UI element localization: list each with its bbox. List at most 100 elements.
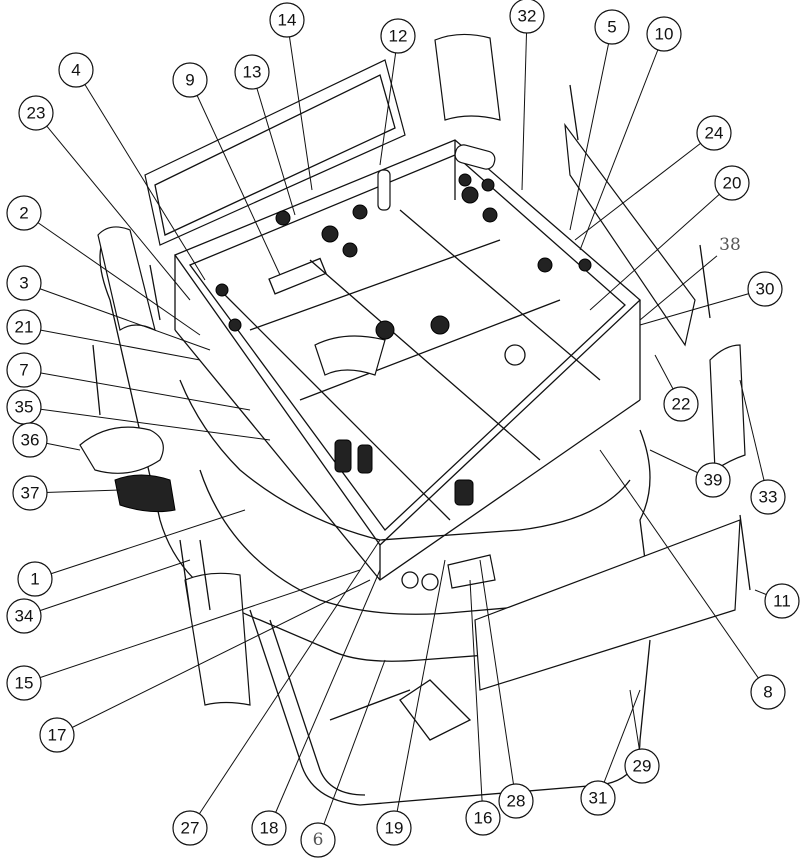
- callout-number: 21: [15, 318, 34, 337]
- callout-9: 9: [172, 62, 208, 98]
- equipment-frame: [173, 139, 641, 581]
- callout-number: 3: [19, 274, 28, 293]
- callout-number: 1: [30, 570, 39, 589]
- leader-line-33: [739, 379, 769, 498]
- callout-2: 2: [6, 195, 42, 231]
- callout-circle: [714, 165, 750, 201]
- callout-number: 28: [507, 792, 526, 811]
- callout-38: 38: [713, 228, 747, 262]
- callout-19: 19: [376, 810, 412, 846]
- callout-circle: [747, 271, 783, 307]
- callout-circle: [39, 717, 75, 753]
- callout-number: 31: [589, 789, 608, 808]
- leader-line-4: [75, 69, 206, 281]
- callout-22: 22: [663, 386, 699, 422]
- callout-15: 15: [6, 665, 42, 701]
- callout-number: 8: [763, 683, 772, 702]
- callout-circle: [695, 462, 731, 498]
- callout-number: 33: [759, 488, 778, 507]
- leader-line-34: [23, 559, 191, 617]
- leader-line-6: [317, 659, 386, 841]
- leader-line-30: [639, 288, 766, 326]
- callout-number: 7: [19, 361, 28, 380]
- callout-circle: [6, 352, 42, 388]
- leader-line-3: [23, 282, 211, 351]
- callout-circle: [12, 422, 48, 458]
- callout-28: 28: [498, 783, 534, 819]
- callout-8: 8: [750, 674, 786, 710]
- callout-number: 12: [389, 27, 408, 46]
- callout-number: 14: [278, 11, 297, 30]
- callout-33: 33: [750, 479, 786, 515]
- leader-line-32: [521, 15, 528, 191]
- leader-line-27: [189, 539, 381, 829]
- leader-line-15: [23, 569, 361, 684]
- leader-line-2: [23, 212, 201, 336]
- callout-number: 20: [723, 174, 742, 193]
- callout-12: 12: [380, 18, 416, 54]
- callout-circle: [498, 783, 534, 819]
- leader-line-24: [574, 132, 715, 241]
- leader-line-35: [23, 406, 271, 441]
- callout-circle: [663, 386, 699, 422]
- callout-number: 35: [15, 398, 34, 417]
- callout-37: 37: [12, 475, 48, 511]
- callout-number: 9: [185, 71, 194, 90]
- callout-10: 10: [646, 16, 682, 52]
- leader-line-14: [286, 19, 313, 191]
- callout-23: 23: [18, 95, 54, 131]
- leader-line-28: [479, 559, 517, 802]
- side-panels: [79, 33, 751, 706]
- leader-line-5: [569, 26, 613, 231]
- leader-line-31: [597, 689, 641, 799]
- callout-circle: [380, 18, 416, 54]
- callout-number: 17: [48, 726, 67, 745]
- callout-circle: [251, 810, 287, 846]
- callout-21: 21: [6, 309, 42, 345]
- leader-lines: [23, 15, 783, 841]
- callout-34: 34: [6, 598, 42, 634]
- callout-circle: [750, 479, 786, 515]
- callout-circle: [300, 822, 336, 858]
- callout-circle: [376, 810, 412, 846]
- callout-5: 5: [594, 9, 630, 45]
- callout-7: 7: [6, 352, 42, 388]
- callout-number: 16: [474, 809, 493, 828]
- callout-circle: [12, 475, 48, 511]
- callout-30: 30: [747, 271, 783, 307]
- callout-number: 23: [27, 104, 46, 123]
- callout-circle: [6, 195, 42, 231]
- callout-circle: [172, 62, 208, 98]
- leader-line-18: [268, 569, 381, 829]
- leader-line-21: [23, 326, 201, 361]
- callout-circle: [696, 115, 732, 151]
- callout-circle: [624, 748, 660, 784]
- callout-6: 6: [300, 822, 336, 858]
- callout-circle: [465, 800, 501, 836]
- callout-11: 11: [764, 583, 800, 619]
- leader-line-16: [469, 579, 484, 819]
- leader-line-9: [189, 79, 281, 276]
- callout-32: 32: [509, 0, 545, 34]
- callout-circle: [17, 561, 53, 597]
- callout-number: 30: [756, 280, 775, 299]
- callout-4: 4: [58, 52, 94, 88]
- callout-18: 18: [251, 810, 287, 846]
- tub-shell: [99, 229, 652, 806]
- callout-number: 4: [71, 61, 80, 80]
- callout-number: 27: [181, 819, 200, 838]
- callout-circle: [580, 780, 616, 816]
- callout-circle: [6, 598, 42, 634]
- callout-number: 32: [518, 7, 537, 26]
- leader-line-10: [579, 33, 665, 251]
- callout-36: 36: [12, 422, 48, 458]
- callout-17: 17: [39, 717, 75, 753]
- leader-line-17: [56, 579, 371, 736]
- callout-number: 39: [704, 471, 723, 490]
- callout-1: 1: [17, 561, 53, 597]
- callout-circle: [646, 16, 682, 52]
- callout-number: 19: [385, 819, 404, 838]
- callout-number: 24: [705, 124, 724, 143]
